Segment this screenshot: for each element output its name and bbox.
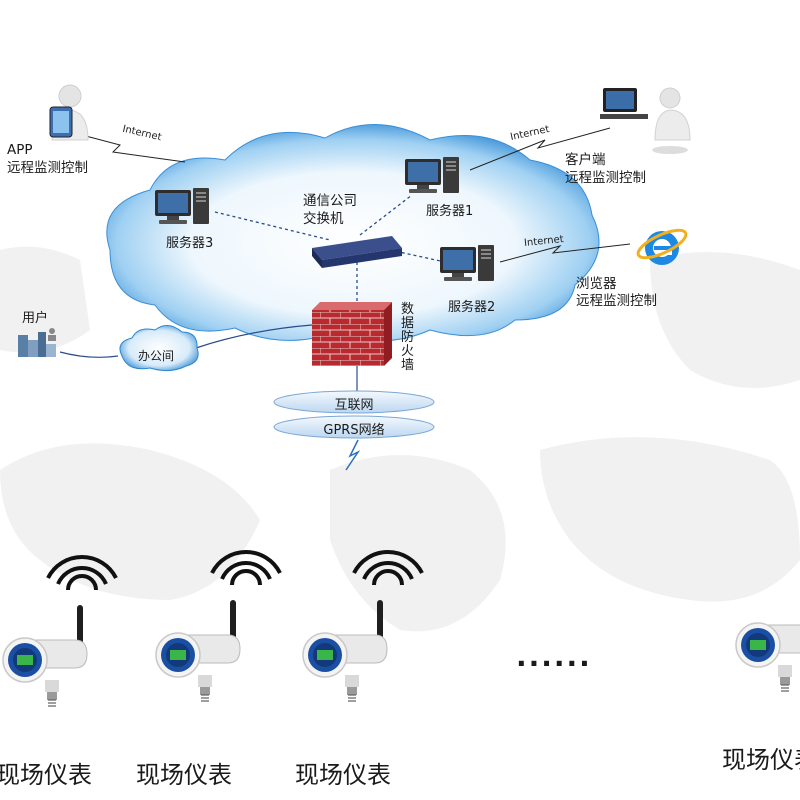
server1-label: 服务器1: [426, 204, 474, 219]
internet-layer-label: 互联网: [334, 398, 374, 413]
small-cloud-icon: [119, 325, 199, 372]
field-device-label-4: 现场仪表: [722, 746, 800, 774]
network-switch-icon: [312, 236, 402, 268]
field-device-label-2: 现场仪表: [136, 761, 232, 789]
gprs-layer-label: GPRS网络: [323, 423, 385, 438]
gprs-lightning-icon: [345, 439, 361, 471]
internet-links: [81, 127, 631, 263]
field-device-label-3: 现场仪表: [295, 761, 391, 789]
client-title: 客户端: [565, 152, 606, 168]
browser-subtitle: 远程监测控制: [576, 293, 657, 309]
more-devices-ellipsis: ......: [516, 640, 592, 673]
firewall-label: 数据防火墙: [401, 302, 415, 373]
browser-title: 浏览器: [576, 276, 617, 292]
switch-label-line1: 通信公司: [303, 193, 357, 209]
brick-firewall-icon: [312, 302, 392, 366]
switch-label-line2: 交换机: [303, 211, 344, 227]
buildings-icon: [18, 328, 56, 357]
office-link: [59, 324, 313, 358]
field-device-label-1: 现场仪表: [0, 761, 92, 789]
server3-label: 服务器3: [166, 236, 214, 251]
office-label: 办公间: [138, 349, 175, 363]
ie-browser-icon: [636, 228, 688, 265]
server2-label: 服务器2: [448, 300, 496, 315]
app-subtitle: 远程监测控制: [7, 160, 88, 176]
lan-links: [214, 194, 446, 308]
user-label: 用户: [22, 311, 49, 326]
desk-user-icon: [600, 87, 691, 154]
gprs-layer-pill: [273, 415, 435, 439]
tablet-user-icon: [49, 84, 89, 141]
app-title: APP: [7, 142, 33, 158]
internet-layer-pill: [273, 390, 435, 414]
client-subtitle: 远程监测控制: [565, 170, 646, 186]
field-device-4: [735, 589, 800, 692]
